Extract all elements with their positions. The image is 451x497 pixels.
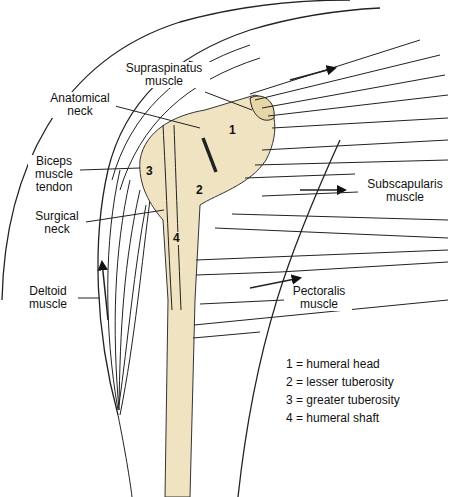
biceps-tendon [174,125,181,310]
part-label: Anatomical neck [44,92,116,118]
supraspinatus-fiber [272,118,448,128]
callout-number: 4 [171,232,182,245]
muscle-label: Subscapularis muscle [362,178,448,204]
callout-number: 2 [194,184,205,197]
part-label: Surgical neck [28,210,86,236]
pull-arrow [102,262,108,320]
deltoid-fiber [119,190,140,410]
leader-line [86,210,164,222]
callout-number: 1 [227,124,238,137]
key-entry: 1 = humeral head [285,358,381,371]
pectoralis-fiber [196,250,448,260]
pull-arrow [290,68,335,80]
subscapularis-fiber [255,160,448,165]
pectoralis-fiber [193,332,260,338]
supraspinatus-fiber [255,55,440,100]
muscle-label: Pectoralis muscle [286,285,352,311]
key-entry: 2 = lesser tuberosity [285,376,395,389]
anatomical-neck-line [203,138,216,172]
muscle-label: Supraspinatus muscle [118,62,210,88]
deltoid-outline [98,8,380,415]
leader-line [200,300,284,304]
subscapularis-fiber [245,174,355,178]
leader-line [205,92,252,110]
supraspinatus-fiber [250,40,420,94]
pectoralis-fiber [196,262,448,275]
callout-number: 3 [144,165,155,178]
subscapularis-fiber [232,214,448,220]
arm-outline [118,415,132,497]
leader-line [115,106,200,128]
subscapularis-fiber [215,228,448,238]
muscle-label: Deltoid muscle [18,285,78,311]
biceps-tendon [163,125,172,310]
leader-line [262,192,358,196]
supraspinatus-fiber [262,75,445,108]
pull-arrow [300,189,345,191]
deltoid-inner [120,200,150,415]
leader-line [80,168,140,170]
key-entry: 4 = humeral shaft [285,412,380,425]
subscapularis-fiber [262,140,448,150]
deltoid-fiber [119,205,146,405]
key-entry: 3 = greater tuberosity [285,394,401,407]
part-label: Biceps muscle tendon [28,155,80,194]
deltoid-fiber [108,170,120,410]
supraspinatus-fiber [268,95,448,116]
humerus-bone [140,95,275,497]
leader-line [78,298,100,299]
